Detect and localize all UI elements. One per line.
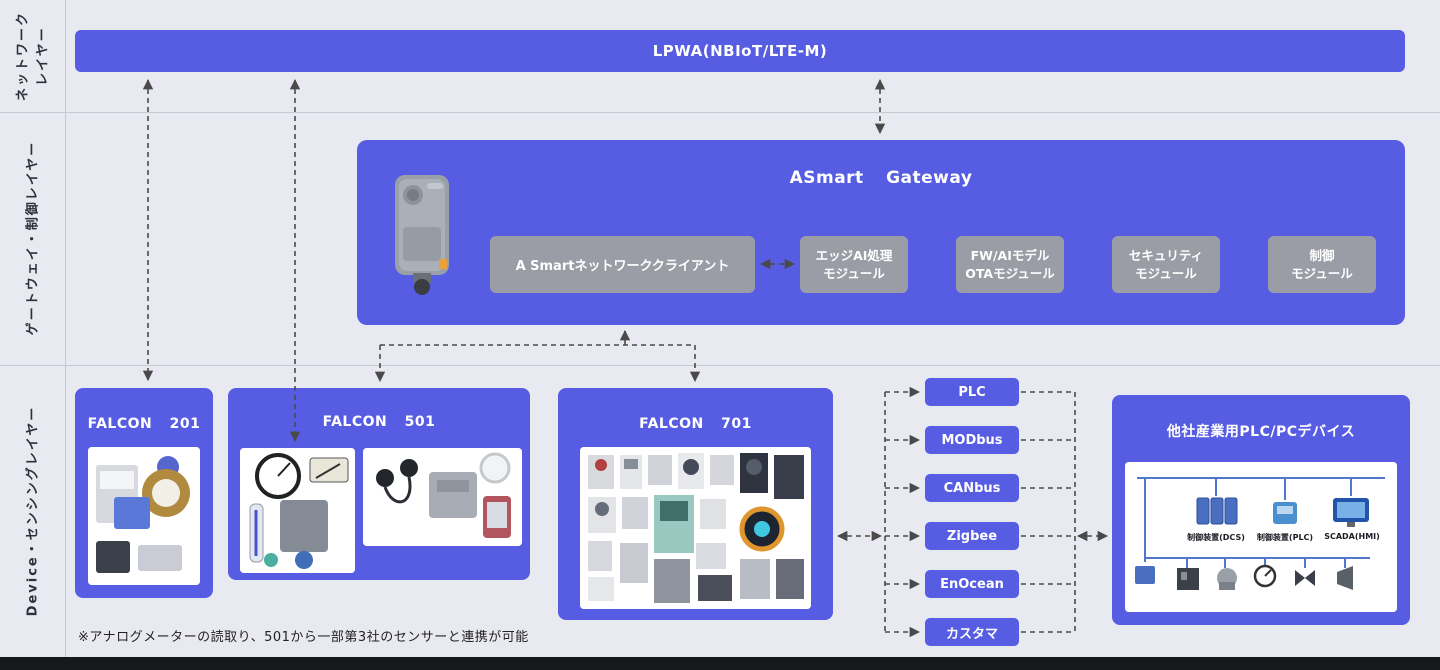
other-vendor-photo: 制御装置(DCS) 制御装置(PLC) SCADA(HMI) xyxy=(1125,462,1397,612)
protocol-customer: カスタマ xyxy=(925,618,1019,646)
falcon-501-photo-right-image xyxy=(363,448,522,546)
edge-ai-module: エッジAI処理 モジュール xyxy=(800,236,908,293)
other-vendor-network-image xyxy=(1125,462,1397,612)
footnote: ※アナログメーターの読取り、501から一部第3社のセンサーと連携が可能 xyxy=(78,630,529,645)
falcon-201-box: FALCON 201 xyxy=(75,388,213,598)
protocol-zigbee: Zigbee xyxy=(925,522,1019,550)
layer-label-network: ネットワーク レイヤー xyxy=(15,10,51,102)
falcon-501-title: FALCON 501 xyxy=(322,414,436,430)
falcon-501-photo-right xyxy=(363,448,522,546)
security-module: セキュリティ モジュール xyxy=(1112,236,1220,293)
layer-rail-divider xyxy=(65,0,66,657)
plc-label: 制御装置(PLC) xyxy=(1256,533,1314,542)
control-module: 制御 モジュール xyxy=(1268,236,1376,293)
falcon-501-box: FALCON 501 xyxy=(228,388,530,580)
falcon-501-photo-left-image xyxy=(240,448,355,573)
dcs-label: 制御装置(DCS) xyxy=(1187,533,1245,542)
falcon-701-title: FALCON 701 xyxy=(639,416,752,432)
asmart-gateway-box: ASmart Gateway A Smartネットワーククライアント エッジAI… xyxy=(357,140,1405,325)
lpwa-network-bar: LPWA(NBIoT/LTE-M) xyxy=(75,30,1405,72)
network-gateway-divider xyxy=(0,112,1440,113)
falcon-201-title: FALCON 201 xyxy=(87,416,201,432)
gateway-device-photo xyxy=(395,175,449,295)
falcon-701-photo xyxy=(580,447,811,609)
protocol-plc: PLC xyxy=(925,378,1019,406)
fw-ai-ota-module: FW/AIモデル OTAモジュール xyxy=(956,236,1064,293)
lpwa-label: LPWA(NBIoT/LTE-M) xyxy=(652,42,828,60)
protocol-modbus: MODbus xyxy=(925,426,1019,454)
network-client-module: A Smartネットワーククライアント xyxy=(490,236,755,293)
protocol-canbus: CANbus xyxy=(925,474,1019,502)
gateway-title: ASmart Gateway xyxy=(789,168,973,188)
bottom-bar xyxy=(0,657,1440,670)
protocol-enocean: EnOcean xyxy=(925,570,1019,598)
scada-label: SCADA(HMI) xyxy=(1324,532,1380,541)
falcon-701-photo-image xyxy=(580,447,811,609)
gateway-device-divider xyxy=(0,365,1440,366)
falcon-501-photo-left xyxy=(240,448,355,573)
falcon-201-photo xyxy=(88,447,200,585)
other-vendor-box: 他社産業用PLC/PCデバイス xyxy=(1112,395,1410,625)
falcon-201-photo-image xyxy=(88,447,200,585)
layer-label-device: Device・センシングレイヤー xyxy=(25,405,41,617)
layer-label-gateway: ゲートウェイ・制御レイヤー xyxy=(25,140,41,336)
other-vendor-title: 他社産業用PLC/PCデバイス xyxy=(1166,424,1356,440)
falcon-701-box: FALCON 701 xyxy=(558,388,833,620)
